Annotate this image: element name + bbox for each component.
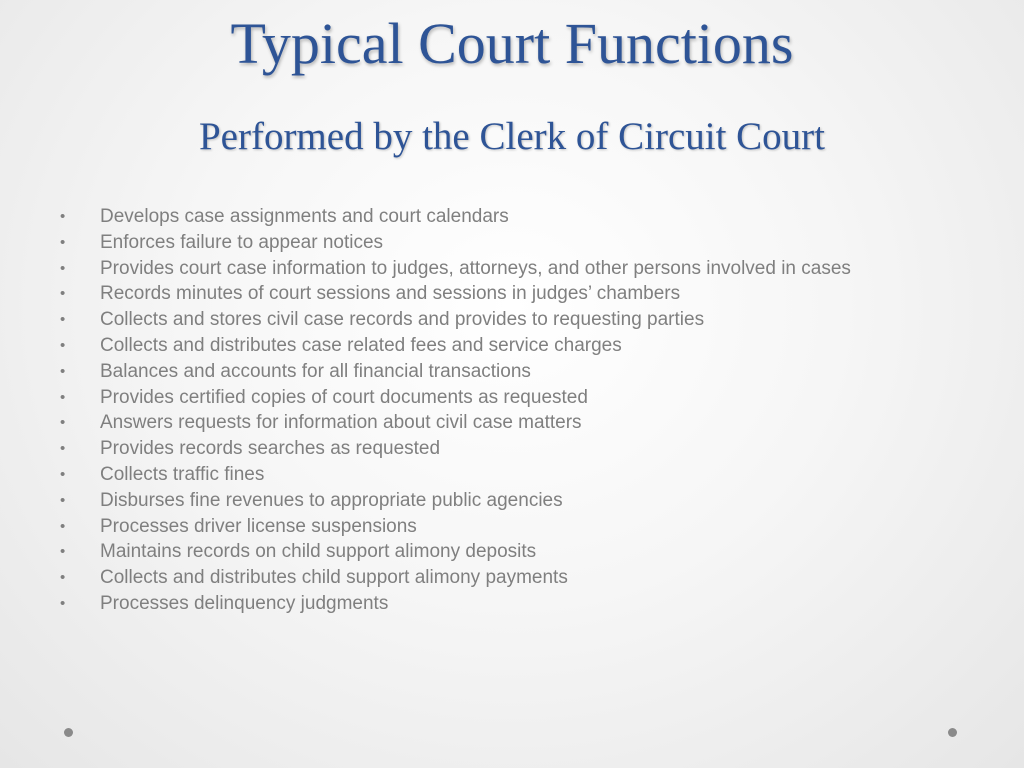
list-item-text: Provides certified copies of court docum…	[100, 386, 588, 408]
bullet-icon: •	[60, 414, 66, 432]
list-item-text: Collects traffic fines	[100, 463, 265, 485]
list-item: • Processes driver license suspensions	[58, 515, 968, 537]
list-item-text: Disburses fine revenues to appropriate p…	[100, 489, 563, 511]
list-item-text: Develops case assignments and court cale…	[100, 206, 509, 227]
bullet-icon: •	[60, 517, 66, 535]
bullet-icon: •	[60, 543, 66, 561]
list-item: • Provides records searches as requested	[58, 439, 968, 459]
bullet-icon: •	[60, 362, 66, 380]
bullet-icon: •	[60, 594, 66, 612]
list-item: • Maintains records on child support alim…	[58, 542, 968, 562]
list-item-text: Collects and distributes child support a…	[100, 567, 568, 589]
list-item-text: Provides records searches as requested	[100, 438, 441, 460]
decorative-dot-icon	[64, 728, 73, 737]
list-item-text: Processes driver license suspensions	[100, 515, 417, 537]
list-item-text: Collects and distributes case related fe…	[100, 334, 622, 356]
list-item: • Develops case assignments and court cal…	[58, 207, 968, 227]
list-item-text: Maintains records on child support alimo…	[100, 541, 537, 563]
decorative-dot-icon	[948, 728, 957, 737]
slide-title: Typical Court Functions	[230, 11, 794, 76]
list-item: • Provides court case information to judg…	[58, 257, 968, 279]
list-item: • Answers requests for information about …	[58, 413, 968, 433]
bullet-icon: •	[60, 388, 66, 406]
list-item: • Provides certified copies of court docu…	[58, 386, 968, 408]
list-item: • Processes delinquency judgments	[58, 592, 968, 614]
list-item: • Collects and stores civil case records …	[58, 310, 968, 330]
bullet-icon: •	[60, 208, 66, 225]
list-item: • Collects and distributes case related f…	[58, 334, 968, 356]
list-item-text: Balances and accounts for all financial …	[100, 360, 531, 382]
bullet-icon: •	[60, 311, 66, 329]
bullet-icon: •	[60, 285, 66, 303]
bullet-icon: •	[60, 259, 66, 277]
list-item-text: Processes delinquency judgments	[100, 592, 389, 614]
list-item-text: Collects and stores civil case records a…	[100, 309, 705, 331]
bullet-icon: •	[60, 491, 66, 509]
bullet-icon: •	[60, 465, 66, 483]
list-item-text: Records minutes of court sessions and se…	[100, 283, 681, 305]
bullet-list: • Develops case assignments and court cal…	[58, 207, 968, 620]
list-item: • Enforces failure to appear notices	[58, 231, 968, 253]
slide-subtitle: Performed by the Clerk of Circuit Court	[198, 115, 826, 158]
list-item: • Collects and distributes child support …	[58, 568, 968, 588]
bullet-icon: •	[60, 233, 66, 251]
bullet-icon: •	[60, 336, 66, 354]
list-item-text: Answers requests for information about c…	[100, 412, 582, 434]
list-item: • Balances and accounts for all financial…	[58, 360, 968, 382]
list-item: • Disburses fine revenues to appropriate …	[58, 489, 968, 511]
list-item: • Collects traffic fines	[58, 463, 968, 485]
list-item-text: Enforces failure to appear notices	[100, 231, 384, 253]
bullet-icon: •	[60, 569, 66, 587]
list-item: • Records minutes of court sessions and s…	[58, 284, 968, 304]
list-item-text: Provides court case information to judge…	[100, 257, 851, 279]
bullet-icon: •	[60, 440, 66, 458]
